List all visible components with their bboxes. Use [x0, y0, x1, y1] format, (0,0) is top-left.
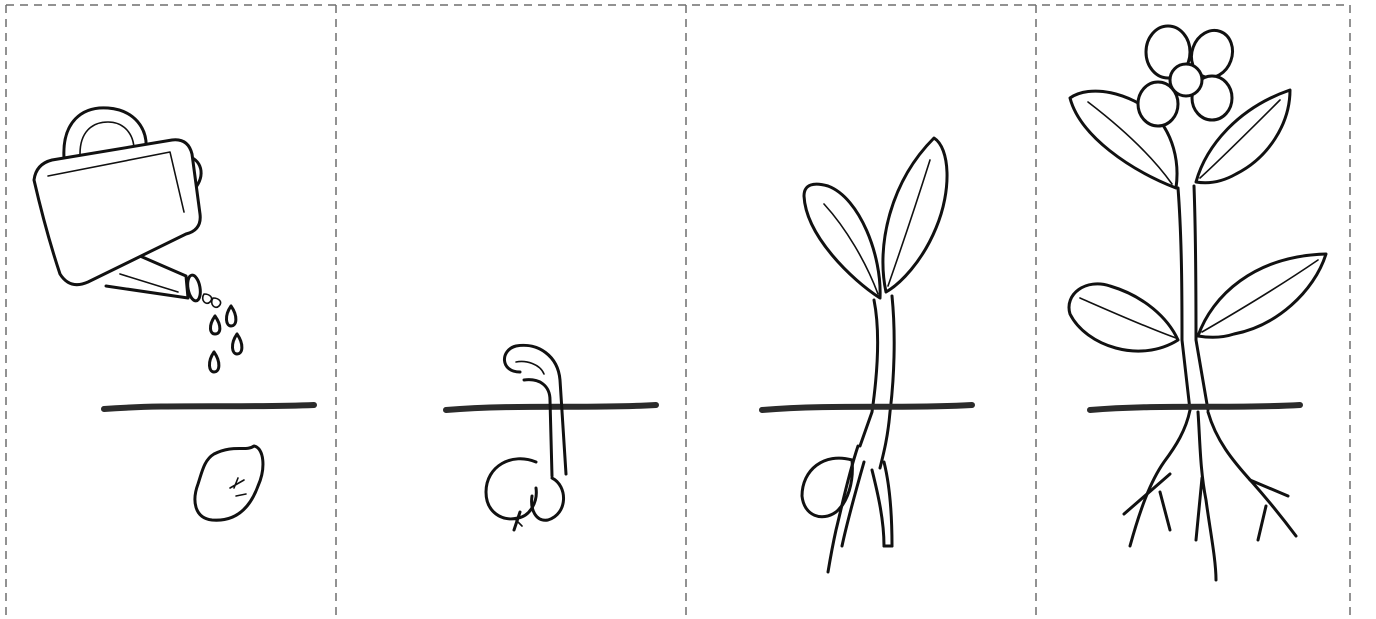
flowering-plant-icon	[1069, 25, 1326, 580]
panel-seedling	[762, 138, 972, 572]
watering-can-icon	[34, 108, 202, 302]
soil-line-4	[1090, 405, 1300, 410]
panel-flowering-plant	[1069, 25, 1326, 580]
panel-germination	[446, 345, 656, 530]
water-drops-icon	[203, 294, 242, 372]
soil-line-3	[762, 405, 972, 410]
soil-line-1	[104, 405, 314, 409]
germinating-seed-icon	[486, 345, 566, 530]
panel-watering	[34, 108, 314, 520]
seed-icon	[195, 446, 263, 520]
flower-icon	[1138, 25, 1239, 126]
seedling-icon	[802, 138, 947, 572]
